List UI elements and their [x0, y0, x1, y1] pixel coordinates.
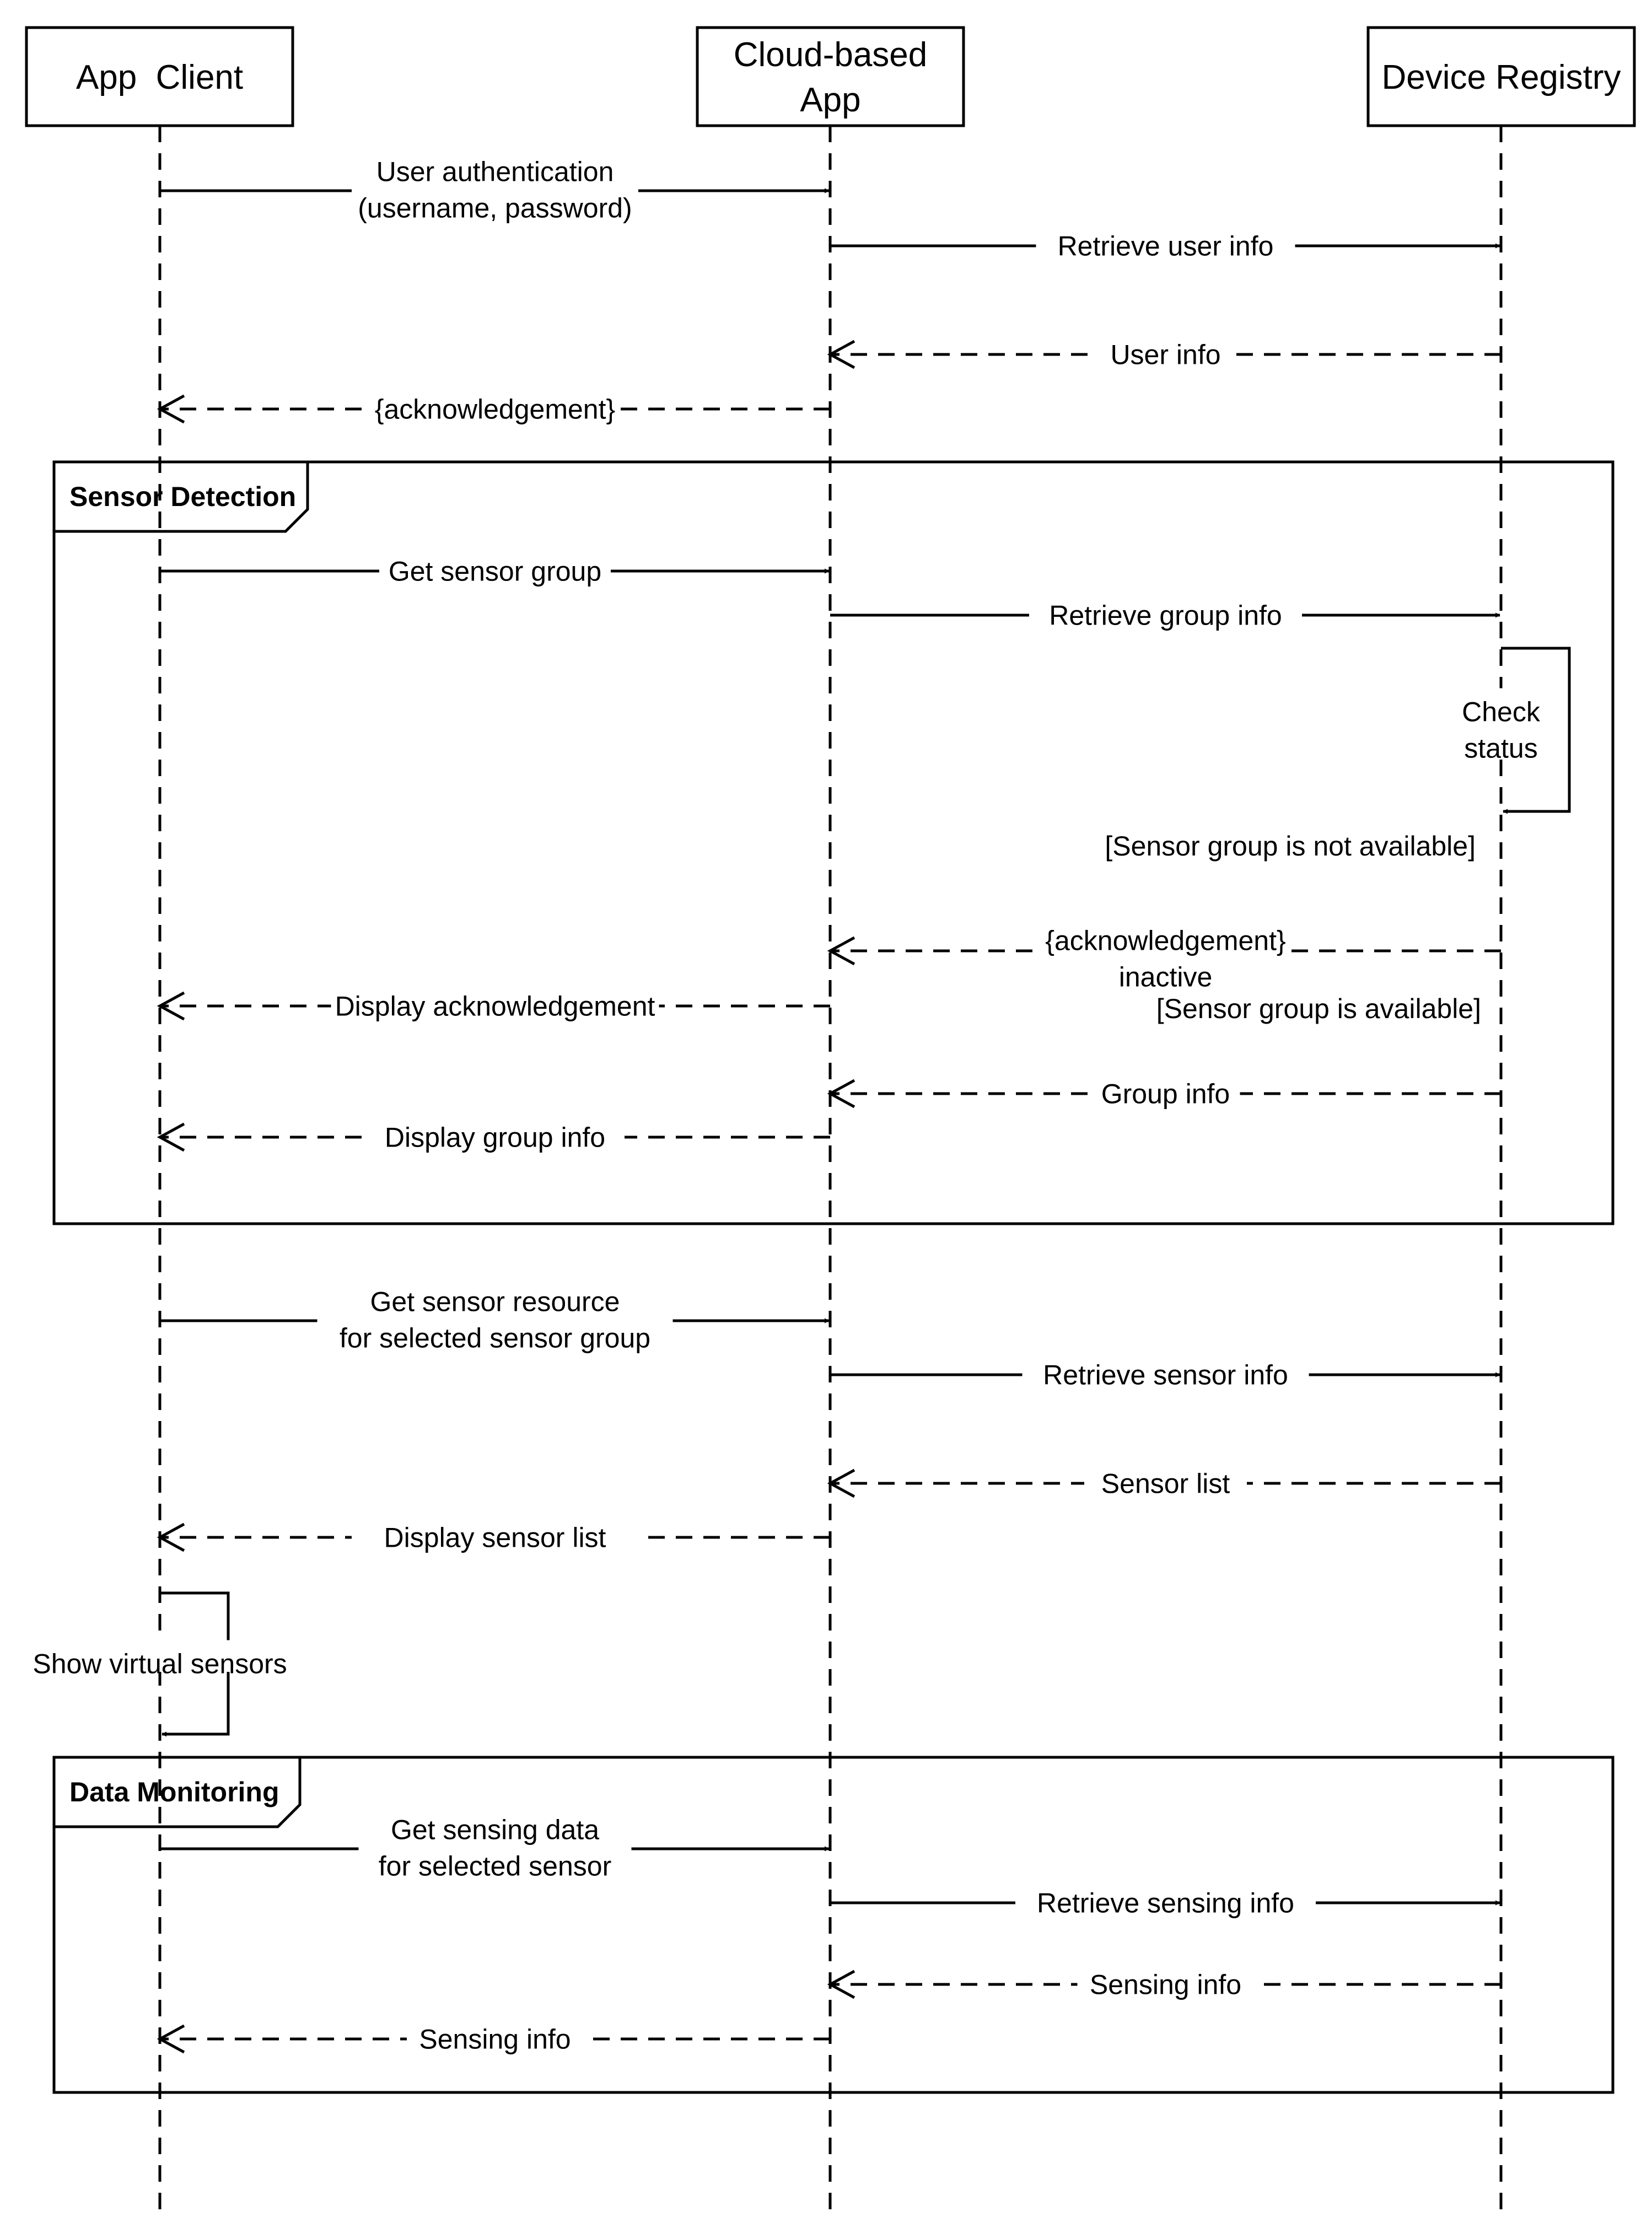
- message-label-background: [407, 2015, 583, 2047]
- open-arrowhead-icon: [157, 1522, 185, 1552]
- message-label-background: [17, 1640, 303, 1672]
- participant-box: [25, 26, 294, 127]
- message-label: Retrieve sensor info: [1043, 1360, 1288, 1391]
- message-label: Display group info: [385, 1122, 605, 1153]
- open-arrowhead-icon: [827, 1970, 855, 1999]
- frame-data-monitoring: Data Monitoring: [52, 1756, 1615, 2094]
- participant-client: App Client: [25, 26, 294, 127]
- open-arrowhead-icon: [827, 1079, 855, 1108]
- message-label-background: [358, 1806, 632, 1874]
- message-label-background: [1077, 1961, 1254, 1993]
- message-label: Retrieve user info: [1058, 231, 1274, 262]
- open-arrowhead-icon: [157, 394, 185, 424]
- frame-border: [52, 1756, 1615, 2094]
- participant-box: [696, 26, 965, 127]
- frame-title: Data Monitoring: [69, 1777, 279, 1807]
- message-label-background: [379, 547, 611, 579]
- message-label-background: [1454, 688, 1548, 756]
- message-label-background: [1098, 331, 1233, 363]
- message-1: Retrieve user info: [830, 222, 1500, 262]
- open-arrowhead-icon: [827, 936, 855, 966]
- message-label-background: [1036, 222, 1295, 254]
- message-label-background: [372, 385, 618, 417]
- message-12: Retrieve sensor info: [830, 1351, 1500, 1391]
- message-label: User info: [1110, 340, 1220, 370]
- message-13: Sensor list: [827, 1460, 1501, 1499]
- message-14: Display sensor list: [157, 1514, 830, 1553]
- message-label-background: [1029, 591, 1302, 623]
- message-label-background: [352, 1514, 638, 1546]
- message-label-background: [1043, 917, 1288, 985]
- message-label: {acknowledgement}: [375, 394, 615, 425]
- message-3: {acknowledgement}: [157, 385, 830, 425]
- message-label-background: [1084, 1460, 1247, 1492]
- message-5: Retrieve group info: [830, 591, 1500, 631]
- open-arrowhead-icon: [157, 2024, 185, 2054]
- participant-name: App Client: [76, 58, 243, 96]
- message-label: Sensor list: [1101, 1468, 1230, 1499]
- message-label-background: [331, 982, 659, 1014]
- message-17: Retrieve sensing info: [830, 1879, 1500, 1919]
- message-18: Sensing info: [827, 1961, 1501, 2000]
- open-arrowhead-icon: [157, 991, 185, 1021]
- message-label-background: [1015, 1879, 1316, 1911]
- message-label: Retrieve sensing info: [1037, 1888, 1294, 1919]
- self-message-arrow: [1501, 647, 1571, 814]
- guard-condition: [Sensor group is not available]: [1105, 831, 1476, 862]
- message-label: Show virtual sensors: [33, 1649, 287, 1680]
- message-label: Group info: [1101, 1079, 1230, 1110]
- message-label-background: [317, 1278, 673, 1346]
- message-label: Retrieve group info: [1049, 600, 1282, 631]
- message-19: Sensing info: [157, 2015, 830, 2055]
- frame-tab: [52, 1756, 302, 1828]
- frame-title: Sensor Detection: [69, 481, 296, 512]
- message-7: {acknowledgement}inactive: [827, 917, 1501, 993]
- message-label: {acknowledgement}inactive: [1045, 925, 1285, 993]
- message-0: User authentication(username, password): [160, 148, 830, 224]
- open-arrowhead-icon: [827, 340, 855, 369]
- message-label: Sensing info: [419, 2024, 571, 2055]
- message-label: Get sensor group: [389, 556, 601, 587]
- frame-tab: [52, 460, 309, 533]
- message-label-background: [1022, 1351, 1309, 1383]
- participant-box: [1366, 26, 1636, 127]
- message-10: Display group info: [157, 1113, 830, 1153]
- message-label-background: [352, 148, 638, 216]
- participant-registry: Device Registry: [1366, 26, 1636, 127]
- message-4: Get sensor group: [160, 547, 830, 587]
- message-label: Display acknowledgement: [335, 991, 655, 1022]
- frame-border: [52, 460, 1615, 1225]
- message-15: Show virtual sensors: [17, 1591, 303, 1737]
- message-2: User info: [827, 331, 1501, 370]
- frame-sensor-detection: Sensor Detection: [52, 460, 1615, 1225]
- message-label: Sensing info: [1090, 1970, 1241, 2000]
- message-label: User authentication(username, password): [358, 157, 632, 224]
- message-label-background: [1091, 1070, 1240, 1102]
- message-9: Group info: [827, 1070, 1501, 1110]
- message-label: Display sensor list: [384, 1522, 606, 1553]
- message-label-background: [365, 1113, 625, 1145]
- message-8: Display acknowledgement: [157, 982, 830, 1022]
- participant-name: Device Registry: [1381, 58, 1621, 96]
- open-arrowhead-icon: [157, 1122, 185, 1152]
- open-arrowhead-icon: [827, 1468, 855, 1498]
- guard-condition: [Sensor group is available]: [1156, 993, 1481, 1024]
